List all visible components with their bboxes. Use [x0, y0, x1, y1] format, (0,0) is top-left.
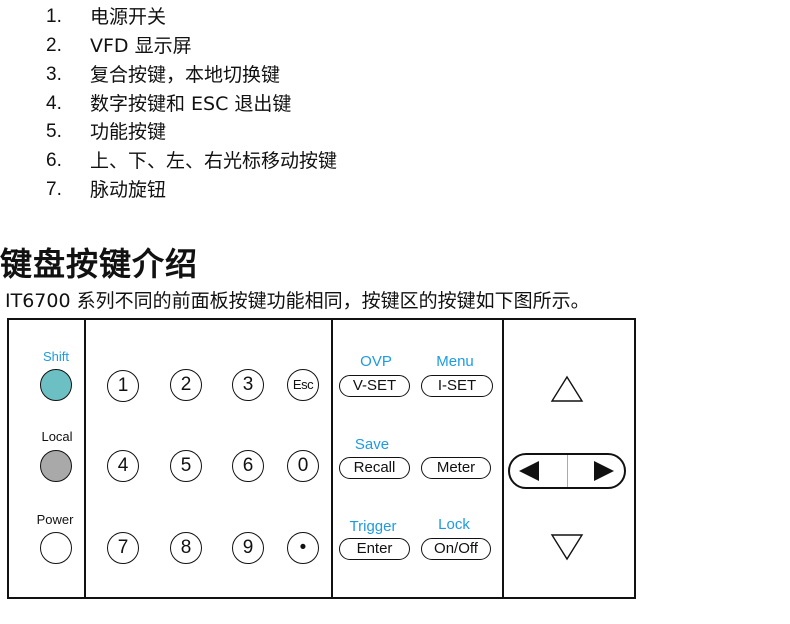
list-number: 2. [46, 35, 62, 56]
recall-button[interactable]: Recall [339, 457, 410, 479]
meter-button[interactable]: Meter [421, 457, 491, 479]
list-number: 6. [46, 150, 62, 171]
left-arrow-icon[interactable] [517, 459, 543, 483]
arrow-separator [567, 455, 568, 487]
list-text: 复合按键，本地切换键 [90, 64, 281, 86]
power-key[interactable] [40, 532, 72, 564]
local-key-label: Local [41, 429, 73, 444]
right-arrow-icon[interactable] [590, 459, 616, 483]
list-number: 3. [46, 64, 62, 85]
section-heading: 键盘按键介绍 [0, 245, 199, 283]
list-number: 4. [46, 93, 62, 114]
down-arrow-icon[interactable] [550, 533, 584, 561]
key-4[interactable]: 4 [107, 450, 139, 482]
local-key[interactable] [40, 450, 72, 482]
key-6[interactable]: 6 [232, 450, 264, 482]
panel-divider [84, 320, 86, 597]
power-key-label: Power [36, 512, 74, 527]
key-decimal-point[interactable]: • [287, 532, 319, 564]
save-shift-label: Save [354, 436, 390, 453]
shift-key-label: Shift [42, 349, 70, 364]
on-off-button[interactable]: On/Off [421, 538, 491, 560]
list-number: 1. [46, 6, 62, 27]
list-text: 上、下、左、右光标移动按键 [90, 150, 338, 172]
key-1[interactable]: 1 [107, 370, 139, 402]
lock-shift-label: Lock [438, 516, 470, 533]
menu-shift-label: Menu [436, 353, 474, 370]
trigger-shift-label: Trigger [349, 518, 397, 535]
key-5[interactable]: 5 [170, 450, 202, 482]
i-set-button[interactable]: I-SET [421, 375, 493, 397]
panel-divider [331, 320, 333, 597]
key-9[interactable]: 9 [232, 532, 264, 564]
key-2[interactable]: 2 [170, 369, 202, 401]
list-text: 数字按键和 ESC 退出键 [90, 93, 292, 115]
list-text: 功能按键 [90, 121, 167, 143]
key-7[interactable]: 7 [107, 532, 139, 564]
list-number: 7. [46, 179, 62, 200]
key-0[interactable]: 0 [287, 450, 319, 482]
list-number: 5. [46, 121, 62, 142]
key-8[interactable]: 8 [170, 532, 202, 564]
panel-divider [502, 320, 504, 597]
list-text: 脉动旋钮 [90, 179, 167, 201]
key-esc[interactable]: Esc [287, 369, 319, 401]
intro-text: IT6700 系列不同的前面板按键功能相同，按键区的按键如下图所示。 [5, 290, 590, 312]
v-set-button[interactable]: V-SET [339, 375, 410, 397]
ovp-shift-label: OVP [360, 353, 392, 370]
list-text: 电源开关 [90, 6, 167, 28]
up-arrow-icon[interactable] [550, 375, 584, 403]
key-3[interactable]: 3 [232, 369, 264, 401]
list-text: VFD 显示屏 [90, 35, 192, 57]
shift-key[interactable] [40, 369, 72, 401]
enter-button[interactable]: Enter [339, 538, 410, 560]
